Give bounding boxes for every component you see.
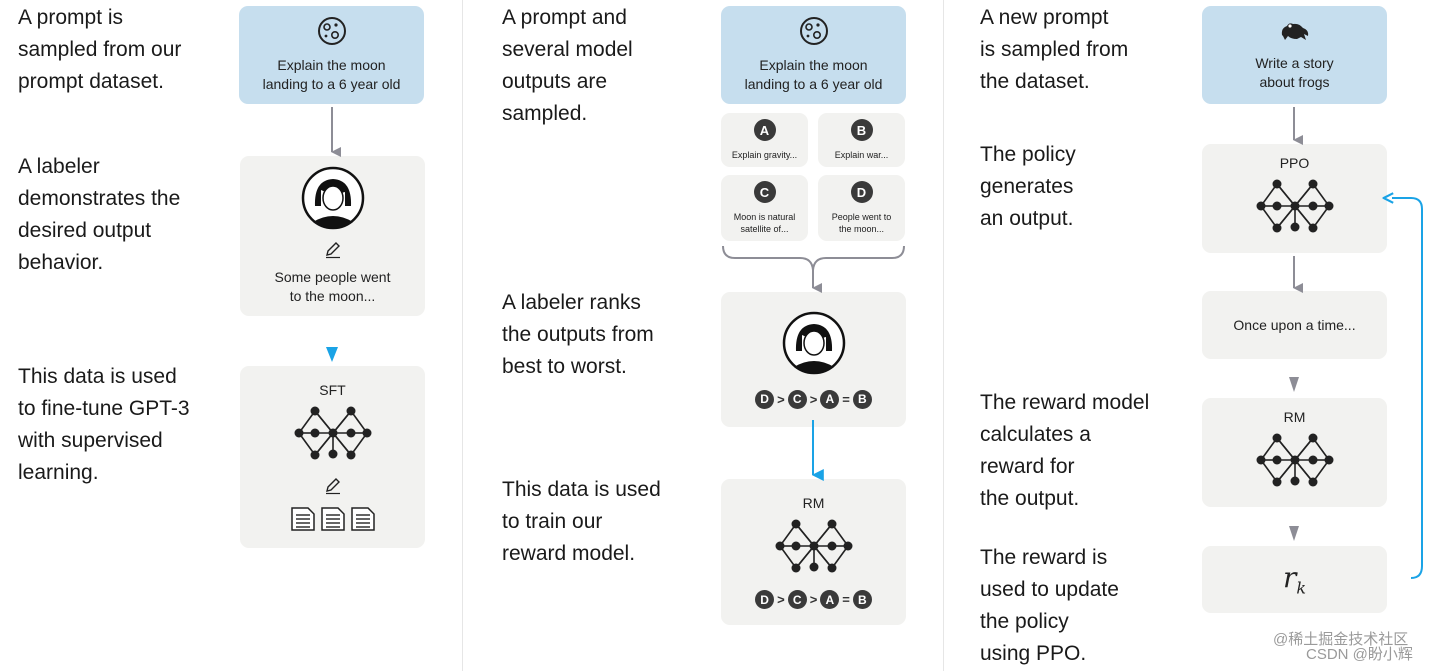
reward-subscript: k <box>1296 578 1307 598</box>
col3-reward-box: rk <box>1202 546 1387 613</box>
pencil-icon <box>324 241 342 264</box>
col1-model-label: SFT <box>319 382 346 398</box>
output-text: Moon is natural satellite of... <box>733 212 796 234</box>
output-letter-badge: C <box>753 181 776 203</box>
col1-prompt-box: Explain the moon landing to a 6 year old <box>239 6 424 104</box>
output-letter-badge: A <box>753 119 776 141</box>
neural-network-icon <box>774 515 854 582</box>
col3-step1-text: A new prompt is sampled from the dataset… <box>980 6 1129 93</box>
output-card-d: D People went to the moon... <box>818 175 905 241</box>
rank-item: B <box>852 590 872 609</box>
document-icon <box>350 507 375 531</box>
labeler-avatar-icon <box>782 311 846 380</box>
col3-prompt-box: Write a story about frogs <box>1202 6 1387 104</box>
column-separator-1 <box>462 0 463 671</box>
rank-operator: = <box>842 391 850 407</box>
col2-model-label: RM <box>802 495 825 511</box>
moon-icon <box>799 16 829 51</box>
col1-step2-text: A labeler demonstrates the desired outpu… <box>18 155 181 274</box>
watermark-line-2: CSDN @盼小辉 <box>1306 646 1413 663</box>
document-icon <box>320 507 345 531</box>
rank-item: C <box>787 389 807 409</box>
output-letter-badge: B <box>850 119 873 141</box>
arrow-output-to-rm <box>1289 377 1299 392</box>
col2-ranking-box: D > C > A = B <box>721 292 906 427</box>
output-text: Explain gravity... <box>731 150 798 160</box>
pencil-icon <box>324 477 342 500</box>
arrow-demo-to-sft <box>326 347 338 362</box>
neural-network-icon <box>1255 175 1335 242</box>
output-letter-badge: D <box>850 181 873 203</box>
arrow-rm-to-reward <box>1289 526 1299 541</box>
column-separator-2 <box>943 0 944 671</box>
reward-symbol: rk <box>1283 561 1306 598</box>
moon-icon <box>317 16 347 51</box>
col3-rm-box: RM <box>1202 398 1387 507</box>
rank-operator: > <box>809 391 818 407</box>
col2-prompt-text: Explain the moon landing to a 6 year old <box>744 57 883 92</box>
col3-ppo-box: PPO <box>1202 144 1387 253</box>
col2-step3-text: This data is used to train our reward mo… <box>502 478 661 565</box>
rank-item: A <box>820 389 840 409</box>
rank-item: B <box>852 389 872 409</box>
output-card-c: C Moon is natural satellite of... <box>721 175 808 241</box>
col3-output-text: Once upon a time... <box>1233 316 1356 333</box>
col1-step1-text: A prompt is sampled from our prompt data… <box>18 6 182 93</box>
col1-prompt-text: Explain the moon landing to a 6 year old <box>262 57 401 92</box>
col3-step3-text: The reward model calculates a reward for… <box>980 391 1150 510</box>
col1-demo-box: Some people went to the moon... <box>240 156 425 316</box>
neural-network-icon <box>293 402 373 469</box>
output-card-b: B Explain war... <box>818 113 905 167</box>
document-icon <box>290 507 315 531</box>
col2-step1-text: A prompt and several model outputs are s… <box>502 6 633 125</box>
documents-row <box>290 506 376 532</box>
col2-prompt-box: Explain the moon landing to a 6 year old <box>721 6 906 104</box>
labeler-avatar-icon <box>301 166 365 235</box>
output-card-a: A Explain gravity... <box>721 113 808 167</box>
col2-rm-box: RM D > C > A = B <box>721 479 906 625</box>
reward-r: r <box>1282 561 1297 595</box>
rank-operator: > <box>777 592 785 607</box>
rank-operator: > <box>777 391 785 407</box>
ranking-row: D > C > A = B <box>755 389 872 409</box>
outputs-brace <box>722 245 905 271</box>
col1-sft-box: SFT <box>240 366 425 548</box>
rank-item: A <box>820 590 840 609</box>
feedback-loop-arrow <box>1392 198 1423 579</box>
col3-step2-text: The policy generates an output. <box>980 143 1076 230</box>
rank-item: C <box>787 590 807 609</box>
rank-item: D <box>755 389 775 409</box>
col3-output-box: Once upon a time... <box>1202 291 1387 359</box>
rank-operator: > <box>809 592 818 607</box>
watermark-line-1: @稀土掘金技术社区 <box>1273 631 1409 648</box>
frog-icon <box>1279 19 1311 48</box>
col2-step2-text: A labeler ranks the outputs from best to… <box>502 291 654 378</box>
output-text: People went to the moon... <box>831 212 892 234</box>
col1-step3-text: This data is used to fine-tune GPT-3 wit… <box>18 365 190 484</box>
rank-operator: = <box>842 592 850 607</box>
col3-policy-label: PPO <box>1279 155 1310 171</box>
neural-network-icon <box>1255 429 1335 496</box>
col3-step4-text: The reward is used to update the policy … <box>980 546 1119 665</box>
col3-prompt-text: Write a story about frogs <box>1255 54 1334 90</box>
col3-rm-label: RM <box>1283 409 1306 425</box>
ranking-row: D > C > A = B <box>755 590 872 609</box>
output-text: Explain war... <box>834 150 889 160</box>
col1-demo-text: Some people went to the moon... <box>274 269 391 304</box>
rank-item: D <box>755 590 775 609</box>
